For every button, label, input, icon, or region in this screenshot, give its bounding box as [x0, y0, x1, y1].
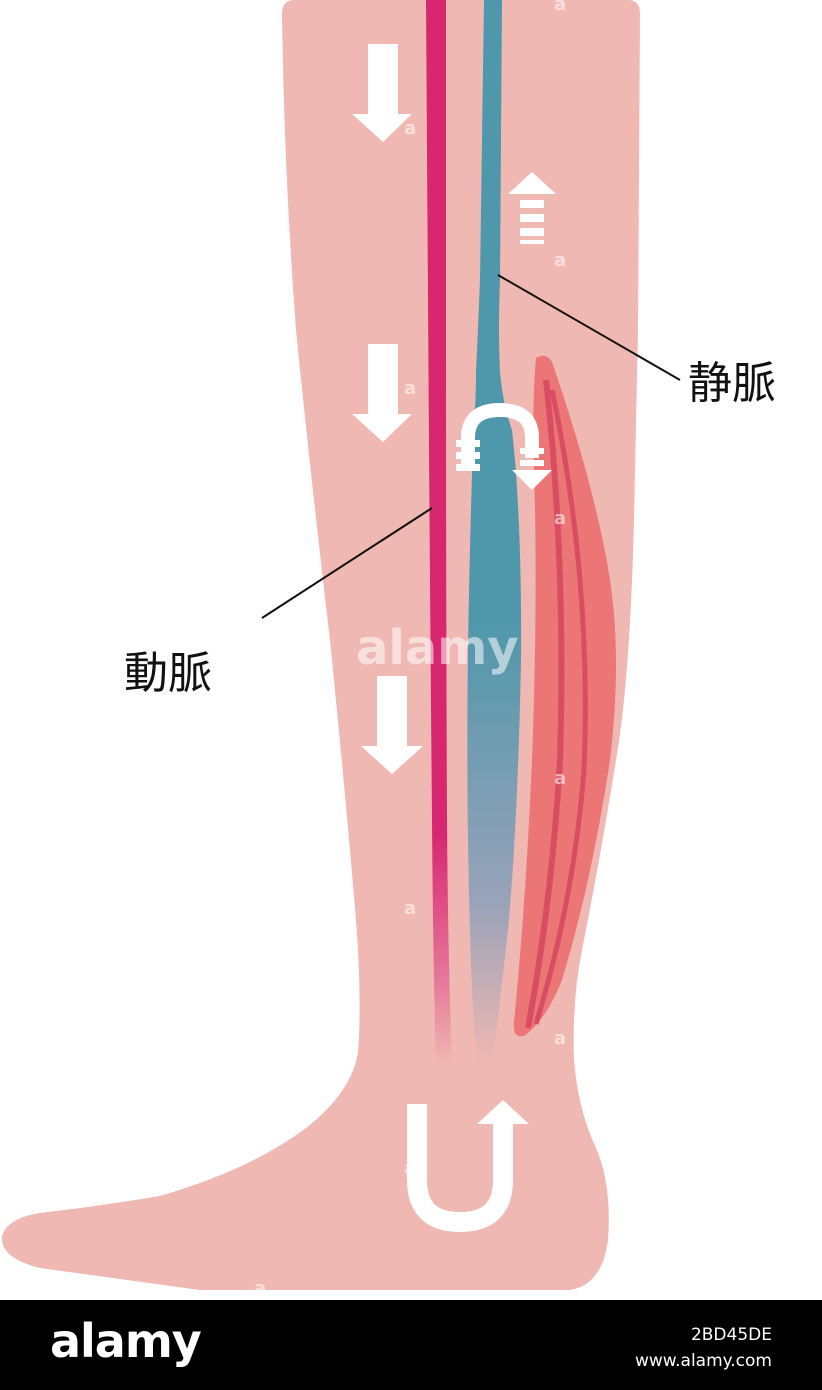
watermark-mark: a	[404, 1158, 416, 1179]
artery-pointer-line	[261, 507, 433, 619]
watermark-text: alamy	[356, 620, 519, 676]
watermark-mark: a	[254, 1278, 266, 1299]
vein-pointer-line	[497, 274, 681, 381]
artery-label: 動脈	[124, 648, 212, 699]
leg-circulation-diagram: 静脈 動脈 alamy a a a a a a a a a a	[1, 0, 776, 1299]
site-url[interactable]: www.alamy.com	[634, 1351, 772, 1371]
image-id: 2BD45DE	[690, 1325, 772, 1345]
vein-label: 静脈	[688, 358, 776, 409]
u-turn-arrow-icon	[407, 1100, 529, 1233]
calf-muscle	[513, 355, 616, 1037]
vein	[467, 0, 522, 1065]
watermark-mark: a	[554, 768, 566, 789]
arrow-down-icon	[352, 44, 412, 142]
watermark-marks: a a a a a a a a a a	[254, 0, 566, 1299]
artery	[426, 0, 452, 1065]
stock-footer-bar: alamy 2BD45DE www.alamy.com	[0, 1300, 822, 1390]
watermark-mark: a	[404, 378, 416, 399]
reverse-flow-arrow-icon	[456, 402, 552, 490]
watermark-mark: a	[554, 0, 566, 15]
watermark-mark: a	[404, 118, 416, 139]
arrow-up-icon	[508, 172, 556, 244]
alamy-logo[interactable]: alamy	[50, 1314, 202, 1368]
watermark-mark: a	[404, 898, 416, 919]
muscle-fiber	[525, 379, 565, 1029]
watermark-mark: a	[554, 1028, 566, 1049]
watermark-mark: a	[554, 508, 566, 529]
image-info: 2BD45DE www.alamy.com	[635, 1322, 772, 1374]
arrow-down-icon	[361, 676, 423, 774]
muscle-fiber	[533, 389, 588, 1025]
watermark-mark: a	[554, 250, 566, 271]
arrow-down-icon	[352, 344, 412, 442]
